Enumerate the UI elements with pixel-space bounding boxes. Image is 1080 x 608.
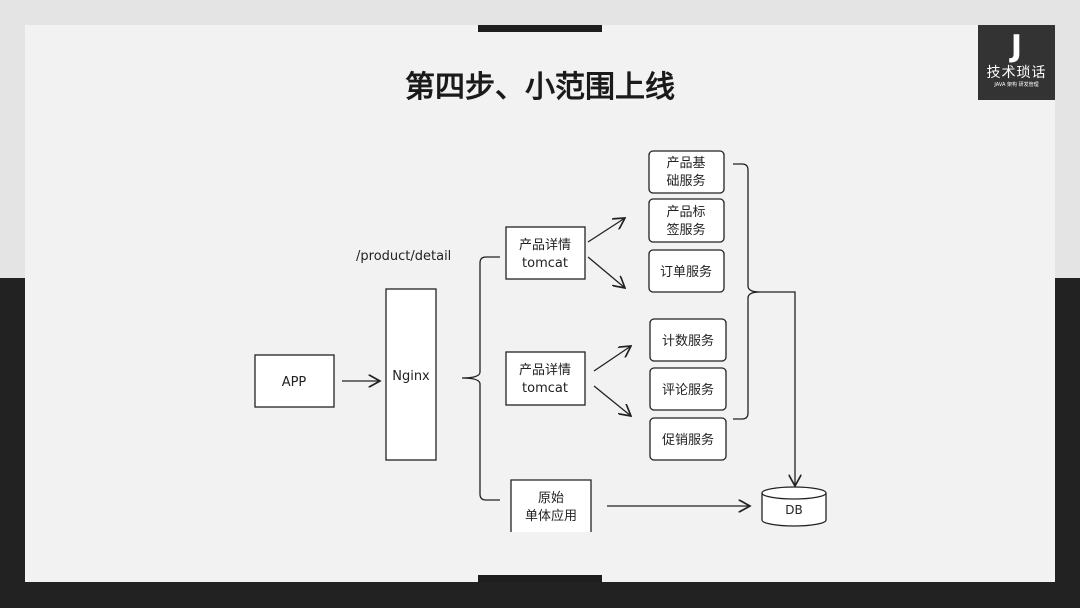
slide-title: 第四步、小范围上线 [405, 70, 675, 105]
tomcat-1-label: 产品详情 [519, 238, 571, 253]
arrow [587, 218, 625, 243]
tomcat-1-sub: tomcat [522, 256, 568, 271]
service-label: 计数服务 [662, 333, 714, 349]
service-label: 产品标 [666, 205, 705, 220]
logo-mark: J [1010, 29, 1023, 64]
service-box [649, 318, 727, 362]
logo-slogan: JAVA 架构 研发管理 [994, 82, 1039, 88]
service-label: 订单服务 [660, 264, 712, 280]
service-label: 促销服务 [662, 432, 714, 448]
nginx-box [385, 288, 437, 461]
logo: J 技术琐话 JAVA 架构 研发管理 [978, 25, 1055, 100]
arrow [593, 385, 631, 416]
arrow-services-db [760, 291, 795, 486]
service-box [649, 367, 727, 411]
service-label: 评论服务 [662, 382, 714, 398]
logo-name: 技术琐话 [986, 65, 1047, 81]
arrow [593, 346, 631, 372]
left-brace [461, 256, 500, 501]
tomcat-2-sub: tomcat [522, 381, 568, 396]
tomcat-box-1 [505, 226, 586, 280]
tomcat-2-label: 产品详情 [519, 363, 571, 378]
service-label: 产品基 [666, 156, 705, 171]
app-box [254, 354, 335, 408]
arrow [587, 256, 625, 288]
bottom-bar [478, 575, 602, 582]
service-box [648, 198, 725, 243]
path-label: /product/detail [356, 249, 451, 264]
service-box [648, 150, 725, 194]
db-label: DB [785, 503, 802, 517]
nginx-label: Nginx [392, 369, 430, 384]
top-bar [478, 25, 602, 32]
right-brace [733, 163, 761, 420]
monolith-label: 原始 [538, 491, 564, 506]
monolith-box [510, 479, 592, 532]
service-label: 础服务 [666, 173, 705, 189]
tomcat-box-2 [505, 351, 586, 406]
service-label: 签服务 [666, 222, 705, 238]
service-box [648, 249, 725, 293]
service-box [649, 417, 727, 461]
app-label: APP [282, 375, 307, 390]
monolith-sub: 单体应用 [525, 508, 577, 524]
